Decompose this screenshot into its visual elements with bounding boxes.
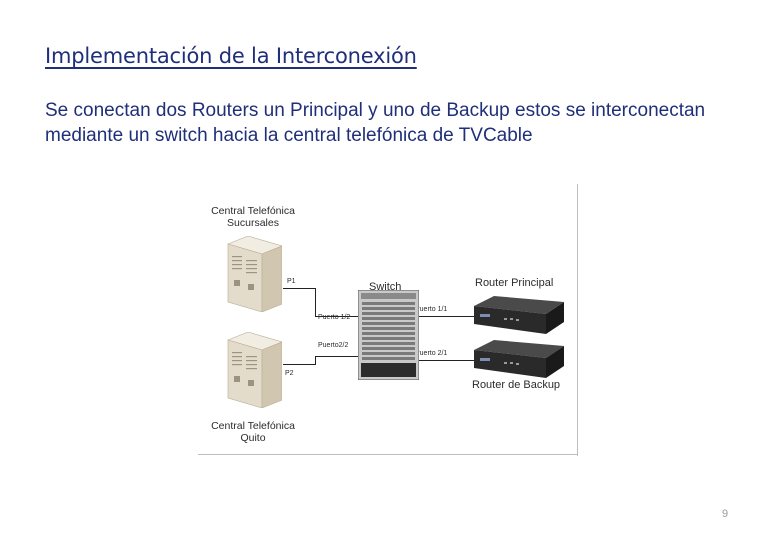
puerto-2-2-label: Puerto2/2	[318, 342, 349, 349]
central-quito-line2: Quito	[240, 432, 266, 444]
central-sucursales-line1: Central Telefónica	[211, 205, 295, 217]
wire-puerto21	[419, 360, 479, 361]
network-diagram: Central Telefónica Sucursales Central Te…	[198, 184, 582, 456]
central-sucursales-label: Central Telefónica Sucursales	[198, 205, 308, 229]
p1-label: P1	[287, 278, 296, 285]
slide-title: Implementación de la Interconexión	[45, 44, 417, 68]
figure-border-right	[577, 184, 578, 456]
puerto-1-1-label: Puerto 1/1	[415, 306, 448, 313]
central-sucursales-line2: Sucursales	[227, 217, 279, 229]
router-backup-icon	[474, 340, 564, 378]
page-number: 9	[722, 508, 729, 520]
figure-border-bottom	[198, 454, 578, 455]
wire-p2-horizontal	[283, 364, 315, 365]
puerto-2-1-label: Puerto 2/1	[415, 350, 448, 357]
switch-icon	[358, 290, 419, 380]
router-principal-icon	[474, 296, 564, 334]
wire-p1-vertical	[315, 288, 316, 316]
slide-body-text: Se conectan dos Routers un Principal y u…	[45, 100, 706, 146]
router-principal-label: Router Principal	[475, 277, 554, 289]
wire-puerto11	[419, 316, 479, 317]
wire-p1-horizontal	[283, 288, 315, 289]
puerto-1-2-label: Puerto 1/2	[318, 314, 351, 321]
server-sucursales-icon	[227, 236, 282, 312]
router-backup-label: Router de Backup	[472, 379, 561, 391]
central-quito-line1: Central Telefónica	[211, 420, 295, 432]
wire-p2-vertical	[315, 356, 316, 365]
central-quito-label: Central Telefónica Quito	[198, 420, 308, 444]
wire-puerto22	[315, 356, 361, 357]
wire-puerto12	[315, 316, 361, 317]
server-quito-icon	[227, 332, 282, 408]
p2-label: P2	[285, 370, 294, 377]
